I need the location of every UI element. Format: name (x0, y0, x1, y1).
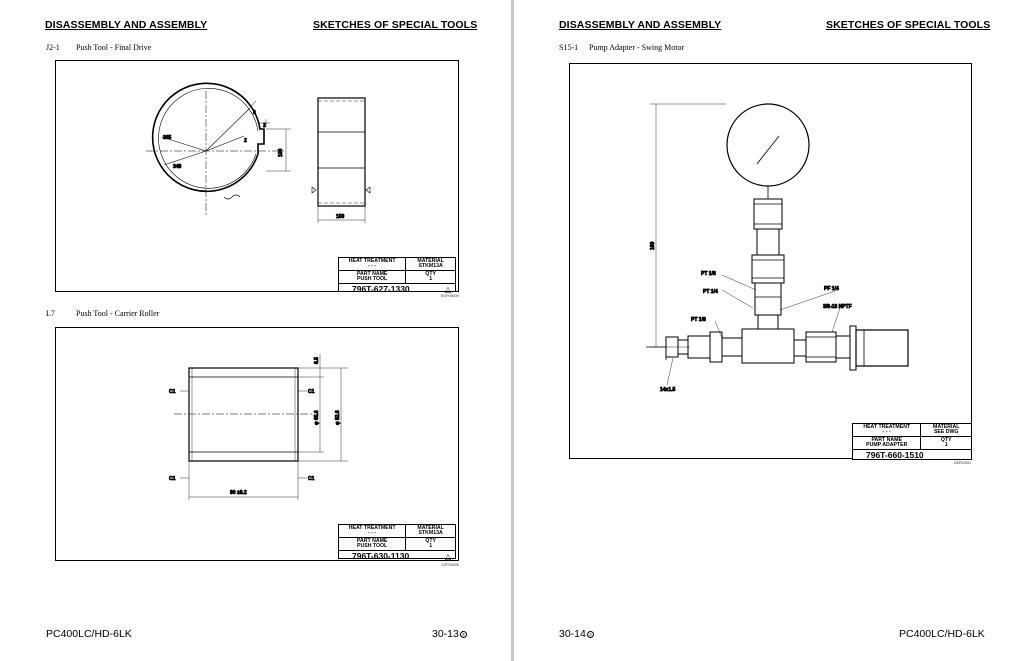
heat-treatment-value: - - - (368, 263, 377, 270)
tool-caption-s15-1: S15-1 Pump Adapter - Swing Motor (559, 43, 684, 52)
push-tool-carrier-roller-drawing: C1 C1 C1 C1 90 ±0.2 8.5 φ 65.6 φ 82.6 (169, 354, 348, 500)
material-value: SEE DWG (933, 429, 959, 436)
chamfer-c1-top-right: C1 (308, 389, 315, 395)
tool-number: S15-1 (559, 43, 579, 52)
dim-2b: 2 (244, 138, 247, 144)
chamfer-c1-bottom-left: C1 (169, 476, 176, 482)
drawing-frame-push-tool-final-drive: 8 365 349 2 2 100 150 HEAT TREATMENT- - … (55, 60, 459, 295)
footer-model: PC400LC/HD-6LK (46, 628, 132, 640)
material-value: STKM13A (418, 530, 443, 537)
dim-phi-65-6: φ 65.6 (314, 410, 320, 425)
dim-349: 349 (173, 164, 182, 170)
pump-adapter-swing-motor-drawing: 160 PT 1/8 PT 1/4 PT 1/8 PF 1/4 3/8-18 N… (646, 103, 909, 393)
drawing-frame-push-tool-carrier-roller: C1 C1 C1 C1 90 ±0.2 8.5 φ 65.6 φ 82.6 HE… (55, 327, 459, 561)
page-gutter (511, 0, 514, 661)
tool-title: Push Tool - Carrier Roller (76, 309, 160, 318)
qty-label: QTY (425, 270, 436, 277)
section-header: DISASSEMBLY AND ASSEMBLY (45, 19, 208, 31)
dim-150: 150 (336, 214, 345, 220)
revision-circle-icon: 3 (459, 631, 467, 638)
label-pf-1-4: PF 1/4 (824, 286, 839, 292)
chamfer-c1-top-left: C1 (169, 389, 176, 395)
label-3-8-18-nptf: 3/8-18 NPTF (823, 304, 852, 310)
page-number: 30-13 (432, 628, 459, 640)
dim-100: 100 (278, 148, 284, 157)
revision-circle-icon: 3 (586, 631, 594, 638)
tool-number: L7 (46, 309, 55, 318)
part-name-label: PART NAME (356, 537, 388, 544)
push-tool-final-drive-drawing: 8 365 349 2 2 100 150 (146, 82, 371, 223)
drawing-frame-pump-adapter-swing-motor: 160 PT 1/8 PT 1/4 PT 1/8 PF 1/4 3/8-18 N… (569, 63, 972, 460)
material-label: MATERIAL (417, 257, 444, 264)
dim-8-5: 8.5 (314, 357, 320, 364)
page-number: 30-14 (559, 628, 586, 640)
part-number: 796T-627-1330 (352, 284, 410, 295)
label-14x1-5: 14x1.5 (660, 387, 676, 393)
drawing-code: D6P02551 (954, 461, 971, 465)
tool-caption-j2-1: J2-1 Push Tool - Final Drive (46, 43, 151, 52)
label-pt-1-4: PT 1/4 (703, 289, 718, 295)
chapter-header: SKETCHES OF SPECIAL TOOLS (313, 19, 478, 31)
drawing-code: CGP05006 (441, 563, 459, 567)
qty-value: 1 (429, 543, 433, 550)
heat-treatment-value: - - - (882, 429, 891, 436)
material-value: STKM13A (418, 263, 443, 270)
qty-value: 1 (429, 276, 433, 283)
part-name-value: PUMP ADAPTER (866, 442, 908, 449)
page-30-13: DISASSEMBLY AND ASSEMBLY SKETCHES OF SPE… (0, 0, 511, 661)
dim-90: 90 ±0.2 (230, 490, 247, 496)
qty-value: 1 (944, 442, 948, 449)
heat-treatment-label: HEAT TREATMENT (863, 423, 911, 430)
tool-caption-l7: L7 Push Tool - Carrier Roller (46, 309, 159, 318)
part-name-label: PART NAME (871, 436, 902, 443)
chapter-header: SKETCHES OF SPECIAL TOOLS (826, 19, 991, 31)
heat-treatment-label: HEAT TREATMENT (348, 524, 396, 531)
qty-label: QTY (940, 436, 952, 443)
dim-phi-82-6: φ 82.6 (335, 410, 341, 425)
dim-160: 160 (650, 241, 656, 250)
page-30-14: DISASSEMBLY AND ASSEMBLY SKETCHES OF SPE… (514, 0, 1024, 661)
tool-title: Push Tool - Final Drive (76, 43, 152, 52)
dim-2a: 2 (263, 123, 266, 129)
chamfer-c1-bottom-right: C1 (308, 476, 315, 482)
revision-triangle-icon: △ (444, 552, 452, 562)
part-name-value: PUSH TOOL (357, 543, 388, 550)
section-header: DISASSEMBLY AND ASSEMBLY (559, 19, 722, 31)
material-label: MATERIAL (417, 524, 444, 531)
label-pt-1-8-lower: PT 1/8 (691, 317, 706, 323)
drawing-code: EGP05009 (441, 294, 459, 298)
part-name-value: PUSH TOOL (357, 276, 388, 283)
part-number: 796T-630-1130 (352, 551, 410, 562)
qty-label: QTY (425, 537, 436, 544)
tool-number: J2-1 (46, 43, 60, 52)
dim-365: 365 (163, 135, 172, 141)
label-pt-1-8-upper: PT 1/8 (701, 271, 716, 277)
tool-title: Pump Adapter - Swing Motor (589, 43, 685, 52)
part-name-label: PART NAME (356, 270, 388, 277)
heat-treatment-value: - - - (368, 530, 377, 537)
part-number: 796T-660-1510 (866, 450, 924, 461)
heat-treatment-label: HEAT TREATMENT (348, 257, 396, 264)
material-label: MATERIAL (933, 423, 960, 430)
dim-8: 8 (253, 110, 256, 116)
footer-model: PC400LC/HD-6LK (899, 628, 985, 640)
revision-triangle-icon: △ (444, 285, 452, 295)
